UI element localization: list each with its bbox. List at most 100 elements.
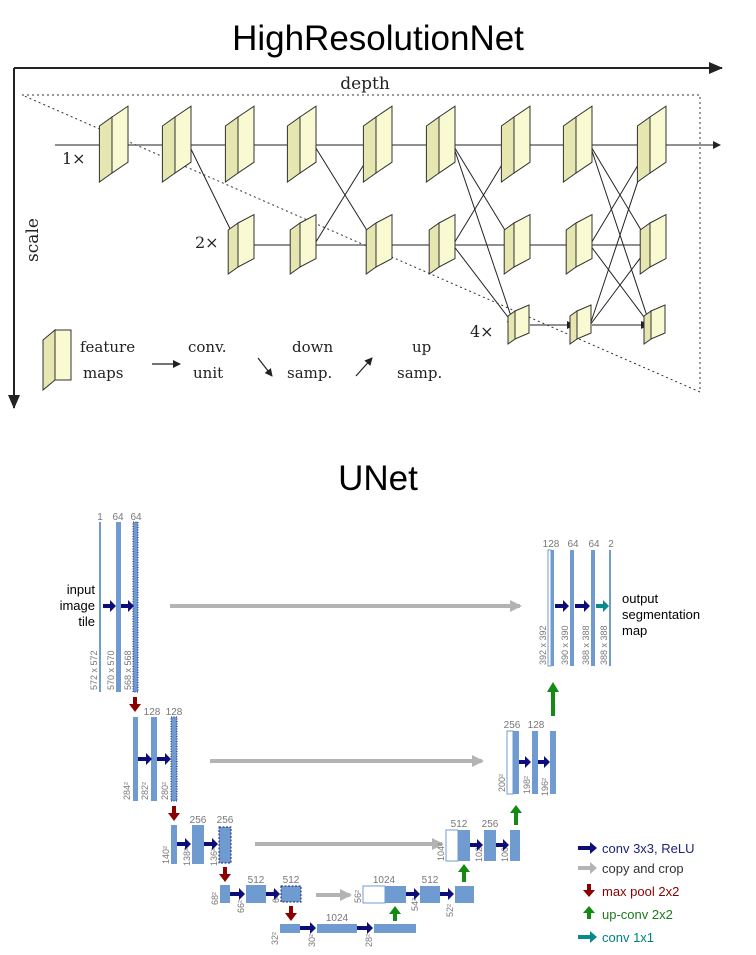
output-label-3: map [622,623,647,638]
channel-label: 128 [543,539,560,550]
feature-block-cropped [170,716,178,802]
legend-max-pool-icon [583,884,595,897]
legend-conv-1x1-label: conv 1x1 [602,930,654,945]
feature-map-block [161,105,192,183]
copied-feature-block [445,829,459,862]
hrnet-title: HighResolutionNet [232,19,524,58]
channel-label: 64 [567,539,579,550]
feature-block [455,886,474,903]
feature-map-block [639,213,667,275]
legend-up-label-1: up [412,338,431,356]
connection-arrow [452,244,515,326]
conv-arrow-icon [538,756,550,768]
conv-arrow-icon [204,838,218,850]
feature-map-block [365,213,393,275]
max-pool-arrow-icon [129,697,141,712]
channel-label: 64 [130,512,142,523]
feature-block [317,924,357,933]
conv-arrow-icon [357,922,373,934]
feature-block [171,825,177,864]
legend-feature-label-2: maps [83,364,123,382]
conv-arrow-icon [575,600,590,612]
upsampled-feature-block [551,550,554,666]
unet-up-level-3: 512 256 104² 102² 100² [436,819,520,862]
input-label-2: image [60,598,95,613]
channel-label: 128 [528,720,545,731]
upsampled-feature-block [513,731,519,794]
dim-label: 284² [122,782,132,800]
upsampled-feature-block [458,830,470,861]
legend-up-label-2: samp. [397,364,442,382]
output-label-2: segmentation [622,607,700,622]
feature-block [133,717,138,801]
hrnet-legend: feature maps conv. unit down samp. up sa… [42,328,442,392]
legend-up-conv-label: up-conv 2x2 [602,907,673,922]
feature-block-cropped [280,885,302,903]
dim-label: 32² [270,932,280,945]
unet-up-level-4: 1024 512 56² 54² 52² [353,875,474,917]
feature-block-cropped [218,826,232,864]
unet-copy-crop-arrows [170,600,522,901]
channel-label: 64 [112,512,124,523]
dim-label: 196² [540,778,550,796]
conv-arrow-icon [496,839,509,851]
conv-arrow-icon [519,756,531,768]
scale-1x-label: 1× [62,149,86,168]
conv-arrow-icon [300,922,316,934]
dim-label: 388 x 388 [599,625,609,665]
copied-feature-block [547,549,552,667]
dim-label: 54² [410,898,420,911]
feature-block [532,731,538,794]
feature-map-block [428,213,456,275]
dim-label: 200² [497,774,507,792]
unet-level-1: 1 64 64 572 x 572 570 x 570 568 x 568 [89,512,142,693]
channel-label: 128 [166,707,183,718]
legend-feature-label-1: feature [80,338,135,356]
feature-map-block [565,213,593,275]
legend-conv-label: conv 3x3, ReLU [602,841,695,856]
up-conv-arrow-icon [547,682,559,716]
feature-block [280,924,300,933]
dim-label: 136² [209,848,219,866]
feature-block [151,717,157,801]
upsampled-feature-block [385,886,406,903]
feature-map-block [636,105,667,183]
channel-label: 512 [248,875,265,886]
up-conv-arrow-icon [389,906,401,921]
feature-map-block [562,105,593,183]
up-conv-arrow-icon [458,864,470,882]
feature-map-block [643,304,666,345]
legend-down-label-1: down [292,338,333,356]
up-conv-arrow-icon [510,805,522,825]
dim-label: 282² [140,782,150,800]
feature-block [550,731,556,794]
unet-up-level-1: 128 64 64 2 392 x 392 390 x 390 388 x 38… [538,539,614,667]
copied-feature-block [362,885,386,904]
unet-level-3: 256 256 140² 138² 136² [161,815,234,866]
dim-label: 28² [364,934,374,947]
dim-label: 52² [445,904,455,917]
channel-label: 256 [504,720,521,731]
dim-label: 100² [500,844,510,862]
legend-up-arrow-icon [355,357,373,377]
feature-block [246,885,266,903]
legend-conv-icon [578,842,597,854]
conv-arrow-icon [555,600,569,612]
feature-map-block [286,105,317,183]
feature-map-block [362,105,393,183]
dim-label: 392 x 392 [538,625,548,665]
legend-max-pool-label: max pool 2x2 [602,884,679,899]
max-pool-arrow-icon [168,806,180,821]
conv-arrow-icon [406,888,420,900]
feature-block [510,830,520,861]
channel-label: 512 [451,819,468,830]
feature-map-block [289,213,317,275]
conv-arrow-icon [121,600,134,612]
legend-down-arrow-icon [257,357,273,377]
max-pool-arrow-icon [219,867,231,882]
feature-block [116,522,121,692]
dim-label: 104² [436,843,446,861]
feature-map-block [224,105,255,183]
feature-block [220,885,230,903]
